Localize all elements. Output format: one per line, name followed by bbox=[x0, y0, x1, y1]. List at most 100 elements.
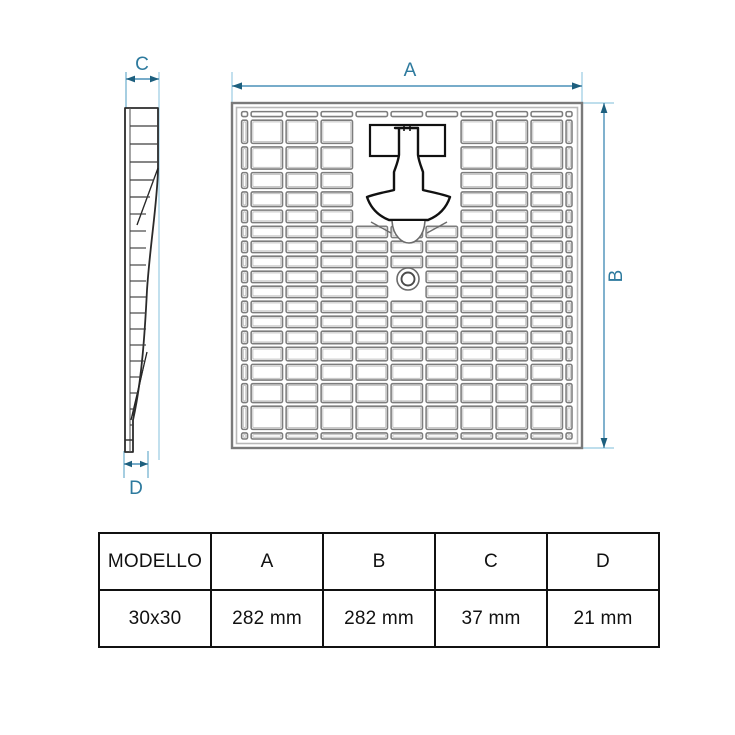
grating-cell bbox=[355, 330, 389, 345]
grating-cell-inner bbox=[567, 365, 571, 379]
t-handle-latch bbox=[365, 123, 452, 244]
grating-cell bbox=[250, 270, 284, 284]
grating-cell-inner bbox=[532, 332, 562, 343]
grating-cell bbox=[460, 432, 494, 440]
grating-cell bbox=[425, 110, 459, 118]
grating-cell-inner bbox=[497, 193, 527, 206]
grating-cell bbox=[250, 225, 284, 239]
grating-cell-inner bbox=[357, 242, 387, 252]
grating-cell bbox=[285, 432, 319, 440]
grating-cell-inner bbox=[287, 317, 317, 327]
grating-cell-inner bbox=[287, 121, 317, 143]
grating-cell-inner bbox=[567, 173, 571, 188]
grating-cell-inner bbox=[322, 257, 352, 267]
grating-cell-inner bbox=[252, 317, 282, 327]
grating-cell bbox=[285, 330, 319, 345]
grating-cell bbox=[240, 146, 249, 170]
dimension-d: D bbox=[123, 451, 149, 499]
grating-cell bbox=[495, 110, 529, 118]
grating-cell bbox=[460, 146, 494, 170]
grating-cell bbox=[425, 330, 459, 345]
grating-cell bbox=[530, 209, 564, 224]
cell-d: 21 mm bbox=[546, 589, 660, 648]
grating-cell-inner bbox=[462, 193, 492, 206]
grating-cell-inner bbox=[532, 227, 562, 237]
grating-cell-inner bbox=[242, 302, 247, 312]
grating-cell bbox=[460, 225, 494, 239]
grating-cell bbox=[355, 240, 389, 254]
grating-cell bbox=[320, 171, 354, 190]
grating-cell-inner bbox=[462, 365, 492, 379]
grating-cell bbox=[355, 315, 389, 329]
grating-cell bbox=[460, 110, 494, 118]
grating-cell-inner bbox=[462, 211, 492, 222]
grating-cell-inner bbox=[462, 227, 492, 237]
grating-cell-inner bbox=[242, 332, 247, 343]
grating-cell bbox=[250, 346, 284, 362]
grating-cell-inner bbox=[427, 384, 457, 402]
grating-cell-inner bbox=[497, 287, 527, 297]
grating-cell bbox=[565, 119, 573, 145]
grating-cell-inner bbox=[252, 365, 282, 379]
grating-cell bbox=[425, 255, 459, 269]
grating-cell bbox=[565, 432, 573, 440]
grating-cell-inner bbox=[497, 384, 527, 402]
grating-cell-inner bbox=[287, 384, 317, 402]
grating-cell-inner bbox=[322, 348, 352, 360]
grating-cell-inner bbox=[322, 148, 352, 168]
grating-cell-inner bbox=[532, 317, 562, 327]
grating-cell bbox=[355, 346, 389, 362]
grating-cell bbox=[495, 255, 529, 269]
grating-cell-inner bbox=[287, 148, 317, 168]
grating-cell-inner bbox=[532, 173, 562, 188]
grating-cell-inner bbox=[242, 365, 247, 379]
grating-cell bbox=[495, 363, 529, 381]
grating-cell-inner bbox=[392, 348, 422, 360]
grating-cell-inner bbox=[252, 287, 282, 297]
grating-cell-inner bbox=[322, 287, 352, 297]
grating-cell-inner bbox=[357, 407, 387, 429]
grating-cell-inner bbox=[567, 332, 571, 343]
grating-cell-inner bbox=[567, 302, 571, 312]
grating-cell bbox=[390, 382, 424, 404]
grating-cell-inner bbox=[252, 332, 282, 343]
cell-c: 37 mm bbox=[434, 589, 548, 648]
grating-cell bbox=[250, 285, 284, 299]
grating-cell-inner bbox=[497, 348, 527, 360]
grating-cell bbox=[530, 255, 564, 269]
grating-cell bbox=[530, 110, 564, 118]
grating-cell-inner bbox=[532, 257, 562, 267]
grating-cell-inner bbox=[462, 348, 492, 360]
grating-cell-inner bbox=[497, 302, 527, 312]
grating-cell bbox=[390, 432, 424, 440]
grating-cell bbox=[460, 285, 494, 299]
center-ring bbox=[396, 267, 420, 291]
grating-cell bbox=[495, 382, 529, 404]
grating-cell bbox=[355, 270, 389, 284]
grating-cell-inner bbox=[357, 332, 387, 343]
grating-cell-inner bbox=[497, 173, 527, 188]
grating-cell bbox=[250, 209, 284, 224]
grating-cell-inner bbox=[242, 272, 247, 282]
grating-cell-inner bbox=[532, 407, 562, 429]
grating-cell bbox=[460, 346, 494, 362]
grating-cell-inner bbox=[242, 173, 247, 188]
grating-cell-inner bbox=[252, 121, 282, 143]
grating-cell-inner bbox=[322, 302, 352, 312]
grating-cell-inner bbox=[252, 407, 282, 429]
grating-cell-inner bbox=[252, 434, 282, 438]
table-header-modello: MODELLO bbox=[98, 532, 212, 591]
grating-cell bbox=[320, 346, 354, 362]
grating-cell bbox=[320, 240, 354, 254]
grating-cell-inner bbox=[567, 407, 571, 429]
grating-cell bbox=[355, 285, 389, 299]
grating-cell-inner bbox=[462, 148, 492, 168]
cell-b: 282 mm bbox=[322, 589, 436, 648]
grating-cell-inner bbox=[532, 148, 562, 168]
dimension-annotations: C D A B bbox=[123, 54, 627, 499]
grating-cell-inner bbox=[252, 193, 282, 206]
grating-cell-inner bbox=[462, 121, 492, 143]
grating-cell-inner bbox=[427, 272, 457, 282]
grating-cell bbox=[355, 300, 389, 314]
